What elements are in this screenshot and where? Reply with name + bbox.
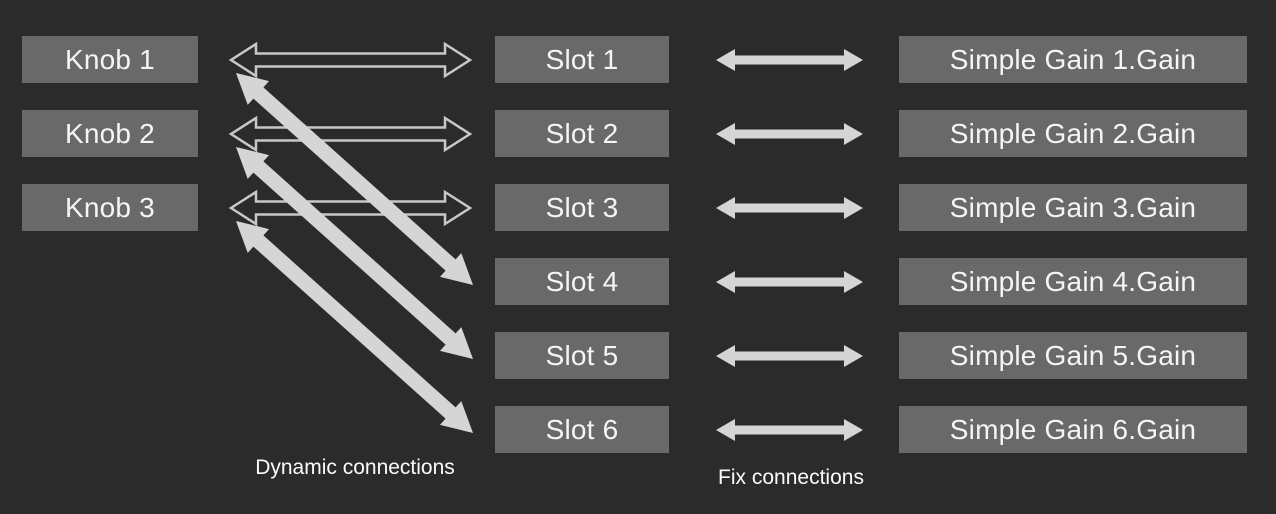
slot-3-box: Slot 3 bbox=[495, 184, 669, 231]
slot-5-box: Slot 5 bbox=[495, 332, 669, 379]
knob-2-label: Knob 2 bbox=[65, 117, 155, 149]
knob-1-box: Knob 1 bbox=[22, 36, 198, 83]
knob-1-label: Knob 1 bbox=[65, 43, 155, 75]
slot-4-label: Slot 4 bbox=[545, 265, 619, 297]
fix-connection-arrow-5 bbox=[716, 345, 863, 367]
simple-gain-2-label: Simple Gain 2.Gain bbox=[949, 117, 1197, 149]
simple-gain-4-box: Simple Gain 4.Gain bbox=[899, 258, 1247, 305]
knob-3-label: Knob 3 bbox=[65, 191, 155, 223]
slot-2-label: Slot 2 bbox=[545, 117, 619, 149]
fix-connection-arrow-4 bbox=[716, 271, 863, 293]
fix-connection-arrow-3 bbox=[716, 197, 863, 219]
simple-gain-2-box: Simple Gain 2.Gain bbox=[899, 110, 1247, 157]
dynamic-diagonal-arrow-3 bbox=[236, 221, 473, 433]
dynamic-diagonal-arrow-2 bbox=[236, 147, 473, 359]
knob-3-box: Knob 3 bbox=[22, 184, 198, 231]
simple-gain-3-label: Simple Gain 3.Gain bbox=[949, 191, 1197, 223]
slot-1-label: Slot 1 bbox=[545, 43, 619, 75]
dynamic-diagonal-arrow-1 bbox=[236, 73, 473, 285]
simple-gain-5-label: Simple Gain 5.Gain bbox=[949, 339, 1197, 371]
dynamic-direct-arrow-3 bbox=[228, 189, 473, 227]
simple-gain-1-label: Simple Gain 1.Gain bbox=[949, 43, 1197, 75]
dynamic-connections-label: Dynamic connections bbox=[255, 456, 455, 479]
slot-6-label: Slot 6 bbox=[545, 413, 619, 445]
fix-connection-arrow-6 bbox=[716, 419, 863, 441]
simple-gain-1-box: Simple Gain 1.Gain bbox=[899, 36, 1247, 83]
slot-1-box: Slot 1 bbox=[495, 36, 669, 83]
simple-gain-6-box: Simple Gain 6.Gain bbox=[899, 406, 1247, 453]
slot-6-box: Slot 6 bbox=[495, 406, 669, 453]
dynamic-direct-arrow-1 bbox=[228, 41, 473, 79]
slot-3-label: Slot 3 bbox=[545, 191, 619, 223]
slot-2-box: Slot 2 bbox=[495, 110, 669, 157]
fix-connections-label: Fix connections bbox=[718, 466, 864, 489]
slot-5-label: Slot 5 bbox=[545, 339, 619, 371]
fix-connection-arrow-1 bbox=[716, 49, 863, 71]
simple-gain-6-label: Simple Gain 6.Gain bbox=[949, 413, 1197, 445]
fix-connection-arrow-2 bbox=[716, 123, 863, 145]
simple-gain-4-label: Simple Gain 4.Gain bbox=[949, 265, 1197, 297]
knob-2-box: Knob 2 bbox=[22, 110, 198, 157]
simple-gain-5-box: Simple Gain 5.Gain bbox=[899, 332, 1247, 379]
slot-4-box: Slot 4 bbox=[495, 258, 669, 305]
simple-gain-3-box: Simple Gain 3.Gain bbox=[899, 184, 1247, 231]
dynamic-direct-arrow-2 bbox=[228, 115, 473, 153]
